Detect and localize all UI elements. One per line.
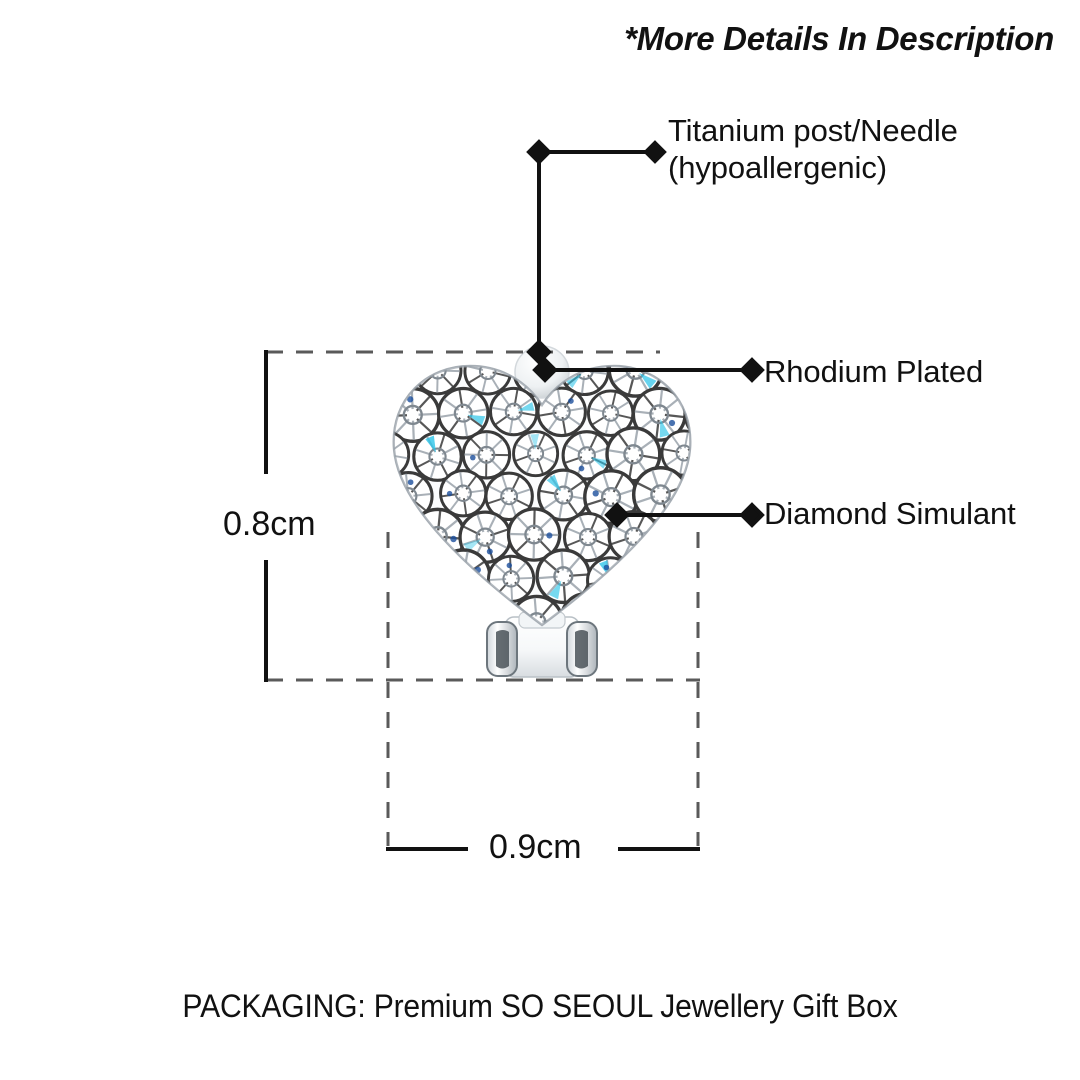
callout-label-titanium: Titanium post/Needle (hypoallergenic)	[668, 113, 958, 185]
header-note: *More Details In Description	[624, 20, 1054, 57]
dimension-label-width: 0.9cm	[489, 828, 582, 866]
packaging-note: PACKAGING: Premium SO SEOUL Jewellery Gi…	[182, 988, 898, 1024]
callout-label-rhodium: Rhodium Plated	[764, 354, 984, 389]
dimension-label-height: 0.8cm	[223, 505, 316, 543]
clip-fitting	[486, 611, 598, 678]
callout-label-simulant: Diamond Simulant	[764, 496, 1016, 531]
